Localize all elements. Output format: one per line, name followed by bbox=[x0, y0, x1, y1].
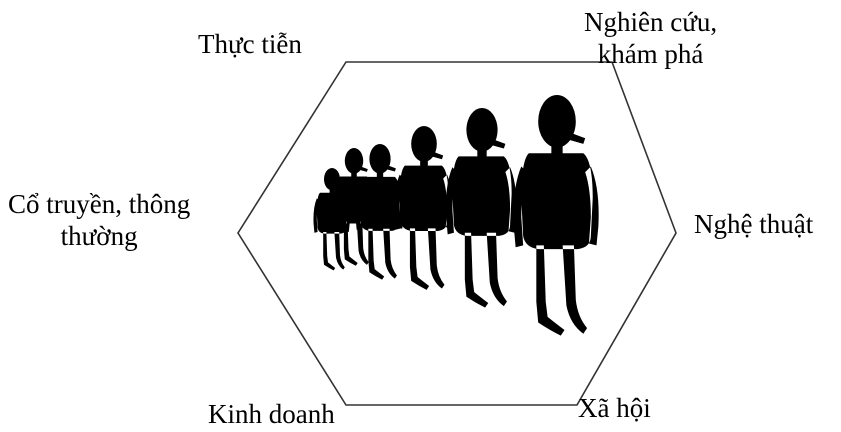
label-xa-hoi: Xã hội bbox=[578, 392, 651, 424]
figure-cap-3 bbox=[387, 165, 395, 171]
hexagon-outline bbox=[238, 62, 676, 405]
label-co-truyen-line1: Cổ truyền, thông bbox=[8, 188, 190, 220]
walking-person-figure-4 bbox=[394, 126, 452, 290]
figure-body-4 bbox=[394, 166, 452, 290]
label-thuc-tien: Thực tiễn bbox=[198, 28, 302, 60]
figure-head-4 bbox=[411, 126, 437, 162]
figure-body-5 bbox=[446, 156, 517, 307]
figure-cap-4 bbox=[433, 152, 443, 160]
label-nghien-cuu: Nghiên cứu, khám phá bbox=[584, 6, 717, 70]
label-nghien-cuu-line1: Nghiên cứu, bbox=[584, 6, 717, 38]
figures-group bbox=[313, 95, 598, 336]
figure-cap-5 bbox=[493, 139, 505, 148]
label-kinh-doanh: Kinh doanh bbox=[208, 398, 335, 430]
figure-cap-2 bbox=[360, 166, 367, 172]
figure-head-6 bbox=[538, 95, 576, 148]
walking-person-figure-5 bbox=[446, 108, 517, 308]
label-nghe-thuat: Nghệ thuật bbox=[694, 208, 813, 240]
label-nghien-cuu-line2: khám phá bbox=[584, 38, 717, 70]
walking-person-figure-6 bbox=[513, 95, 598, 336]
label-co-truyen: Cổ truyền, thông thường bbox=[8, 188, 190, 252]
figure-cap-6 bbox=[570, 133, 585, 144]
figure-body-6 bbox=[513, 153, 598, 335]
label-co-truyen-line2: thường bbox=[8, 220, 190, 252]
